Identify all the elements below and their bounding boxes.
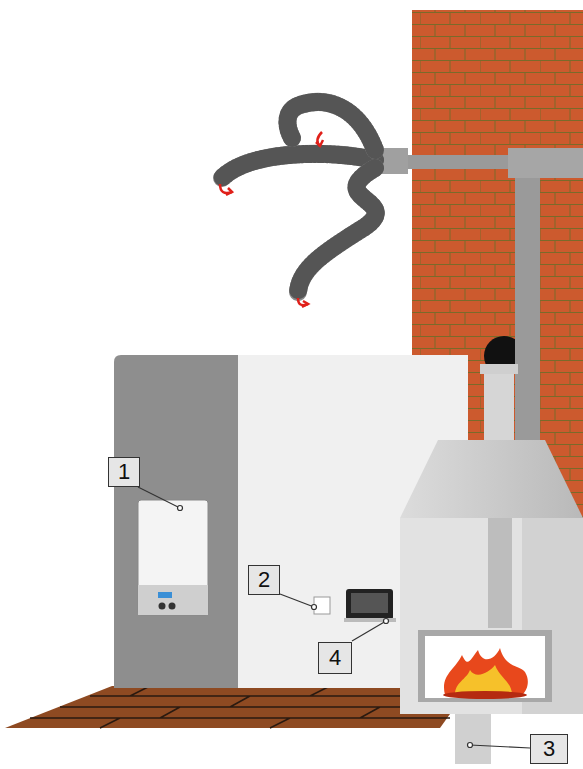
leader-lines [138,487,530,748]
fireplace [400,364,583,764]
callout-number: 3 [530,734,568,764]
duct [370,148,583,528]
callout-number: 1 [108,457,140,487]
side-wall [114,355,240,688]
controller [344,589,396,622]
callout-number: 4 [318,642,352,674]
callout-number: 2 [248,565,280,595]
boiler [138,500,208,615]
flexible-hoses [222,102,376,292]
